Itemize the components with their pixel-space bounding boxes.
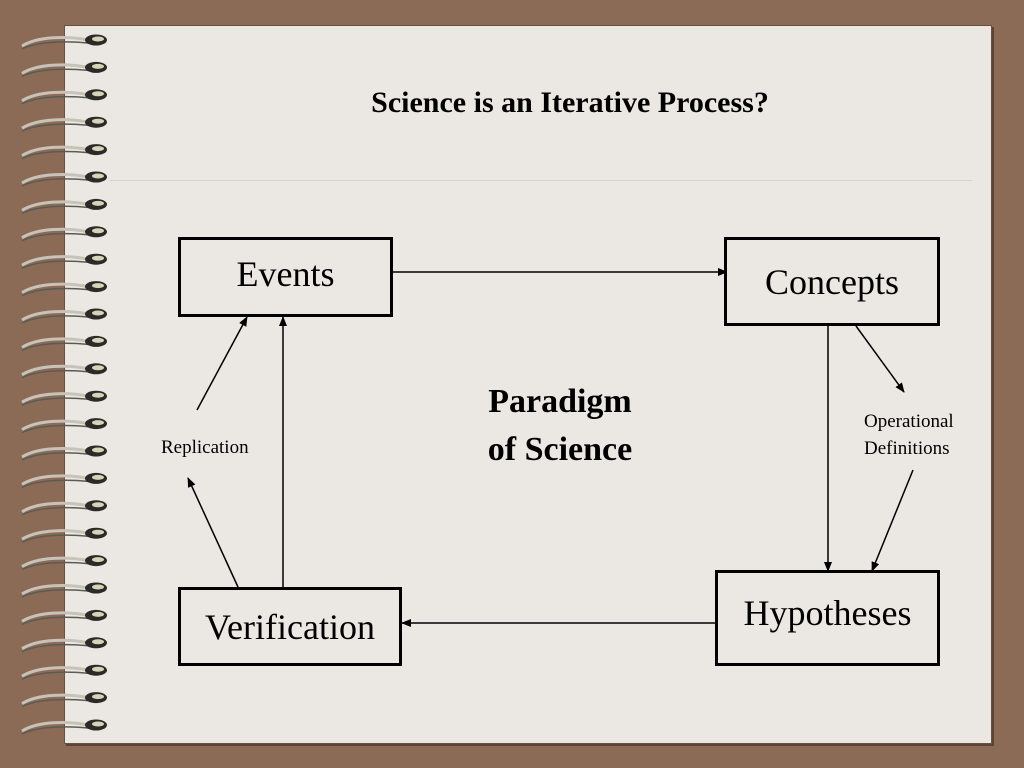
operational-definitions-label: Operational Definitions (864, 408, 954, 462)
concepts-label: Concepts (765, 261, 899, 302)
events-label: Events (236, 254, 335, 294)
verification-box: Verification (178, 587, 402, 666)
verification-label: Verification (205, 606, 375, 647)
paradigm-line-1: Paradigm (488, 383, 632, 420)
arrow-replication-to-events (196, 316, 248, 411)
title-divider (110, 180, 972, 181)
operational-line-2: Definitions (864, 438, 950, 459)
paradigm-line-2: of Science (487, 431, 633, 468)
paradigm-of-science-label: Paradigm of Science (430, 378, 690, 474)
hypotheses-label: Hypotheses (743, 593, 912, 633)
concepts-box: Concepts (724, 237, 940, 326)
events-box: Events (178, 237, 393, 317)
operational-line-1: Operational (864, 411, 954, 432)
arrow-verification-to-replication (187, 477, 239, 588)
replication-label: Replication (161, 437, 249, 458)
spiral-binding-icon (21, 34, 107, 735)
arrow-concepts-to-operational (855, 325, 905, 393)
arrow-operational-to-hypotheses (871, 469, 914, 572)
slide-title: Science is an Iterative Process? (371, 86, 769, 119)
hypotheses-box: Hypotheses (715, 570, 940, 666)
